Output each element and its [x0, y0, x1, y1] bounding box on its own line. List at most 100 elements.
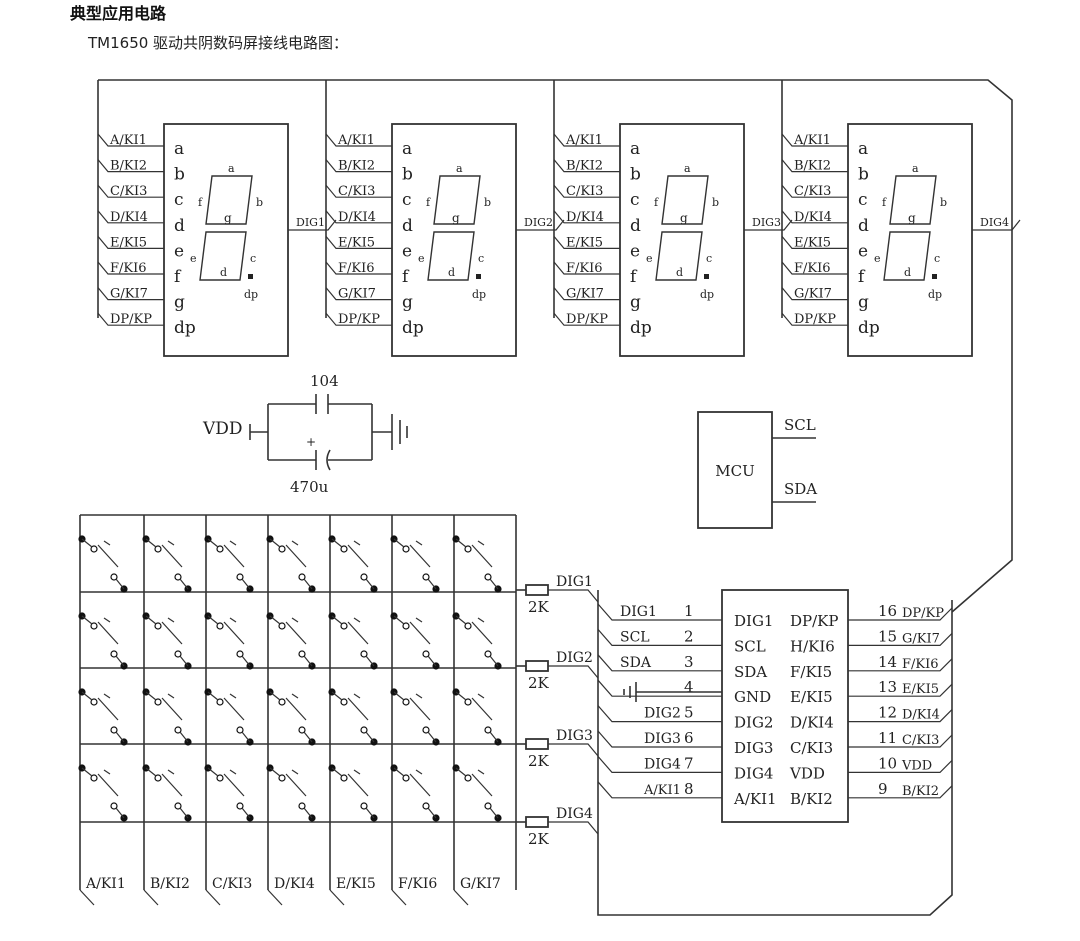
- key-switch: [78, 612, 128, 670]
- key-lever: [347, 540, 369, 568]
- key-switch: [266, 612, 316, 670]
- segment-outline: [655, 175, 709, 281]
- chip-pin-function: SCL: [734, 637, 766, 655]
- seven-segment-display: [847, 123, 973, 357]
- digit-common-label: DIG3: [752, 216, 781, 229]
- segment-letter: e: [402, 241, 412, 261]
- key-lead: [455, 691, 499, 743]
- chip-pin-number: 6: [684, 729, 694, 747]
- segment-pin-label: F/KI6: [566, 261, 603, 276]
- key-lever: [347, 769, 369, 797]
- digit-common-wire: [288, 219, 337, 231]
- chip-pin-number: 12: [878, 704, 897, 722]
- segment-pin-label: G/KI7: [338, 287, 376, 302]
- resistor-net-label: DIG4: [556, 806, 593, 822]
- chip-pin-function: DIG4: [734, 764, 773, 782]
- chip-pin-function: A/KI1: [733, 790, 777, 808]
- key-switch: [266, 764, 316, 822]
- segment-letter: g: [630, 293, 641, 313]
- segment-pin-label: B/KI2: [566, 159, 603, 174]
- key-lever: [161, 693, 183, 721]
- segment-c-label: c: [478, 252, 484, 265]
- display-module-3: A/KI1B/KI2C/KI3D/KI4E/KI5F/KI6G/KI7DP/KP…: [553, 80, 793, 357]
- key-contact: [484, 726, 492, 734]
- digit-common-label: DIG2: [524, 216, 553, 229]
- chip-pin-wire: [848, 658, 953, 672]
- key-lead: [81, 538, 125, 590]
- key-contact: [298, 726, 306, 734]
- segment-b-label: b: [484, 196, 491, 209]
- chip-pin-wire: [848, 683, 953, 697]
- segment-pin-wire: [325, 312, 392, 326]
- key-lead: [393, 767, 437, 819]
- key-lever: [97, 769, 119, 797]
- segment-pin-wire: [781, 159, 848, 173]
- segment-dp-label: dp: [472, 288, 486, 301]
- key-switch: [142, 612, 192, 670]
- key-column-label: D/KI4: [274, 876, 315, 892]
- chip-pin-function: B/KI2: [790, 790, 833, 808]
- seven-segment-display: [391, 123, 517, 357]
- key-column-label: B/KI2: [150, 876, 190, 892]
- segment-pin-wire: [325, 184, 392, 198]
- key-contact: [110, 650, 118, 658]
- key-lead: [269, 615, 313, 667]
- segment-pin-label: DP/KP: [338, 312, 380, 327]
- segment-c-label: c: [934, 252, 940, 265]
- segment-g-label: g: [680, 211, 688, 225]
- key-lever: [409, 769, 431, 797]
- segment-d-label: d: [676, 266, 683, 279]
- decimal-point: [932, 274, 937, 279]
- resistor-body: [525, 584, 549, 596]
- resistor-body: [525, 660, 549, 672]
- key-switch: [452, 612, 502, 670]
- key-contact: [464, 698, 472, 706]
- key-lead: [145, 538, 189, 590]
- key-switch: [390, 612, 440, 670]
- chip-pin-number: 15: [878, 627, 897, 645]
- key-lead: [81, 767, 125, 819]
- key-contact: [484, 650, 492, 658]
- segment-letter: e: [174, 241, 184, 261]
- segment-pin-wire: [325, 159, 392, 173]
- chip-pin-wire: [597, 756, 722, 773]
- segment-pin-wire: [553, 312, 620, 326]
- segment-pin-label: DP/KP: [566, 312, 608, 327]
- key-lead: [145, 615, 189, 667]
- key-contact: [340, 622, 348, 630]
- chip-pin-net: DIG4: [644, 756, 681, 772]
- segment-pin-label: E/KI5: [566, 235, 603, 250]
- chip-pin-function: D/KI4: [790, 714, 834, 732]
- display-module-1: A/KI1B/KI2C/KI3D/KI4E/KI5F/KI6G/KI7DP/KP…: [97, 80, 337, 357]
- key-switch: [142, 764, 192, 822]
- chip-pin-net: DIG3: [644, 731, 681, 747]
- segment-pin-wire: [97, 312, 164, 326]
- key-lever: [347, 617, 369, 645]
- seven-segment-display: [163, 123, 289, 357]
- segment-pin-wire: [325, 287, 392, 301]
- key-lead: [331, 538, 375, 590]
- chip-pin-net: DIG2: [644, 706, 681, 722]
- key-lead: [455, 615, 499, 667]
- segment-letter: dp: [858, 318, 880, 338]
- segment-letter: f: [630, 267, 638, 287]
- segment-dp-label: dp: [244, 288, 258, 301]
- segment-pin-label: F/KI6: [110, 261, 147, 276]
- segment-e-label: e: [418, 252, 425, 265]
- key-lead: [81, 615, 125, 667]
- key-lead: [207, 691, 251, 743]
- key-switch: [328, 612, 378, 670]
- chip-pin-wire: [597, 654, 722, 672]
- key-lever: [161, 769, 183, 797]
- key-lever: [97, 617, 119, 645]
- key-contact: [278, 698, 286, 706]
- segment-b-label: b: [256, 196, 263, 209]
- segment-pin-label: F/KI6: [338, 261, 375, 276]
- key-contact: [90, 622, 98, 630]
- cap-470u-plate-b: [326, 449, 331, 471]
- segment-pin-wire: [781, 236, 848, 249]
